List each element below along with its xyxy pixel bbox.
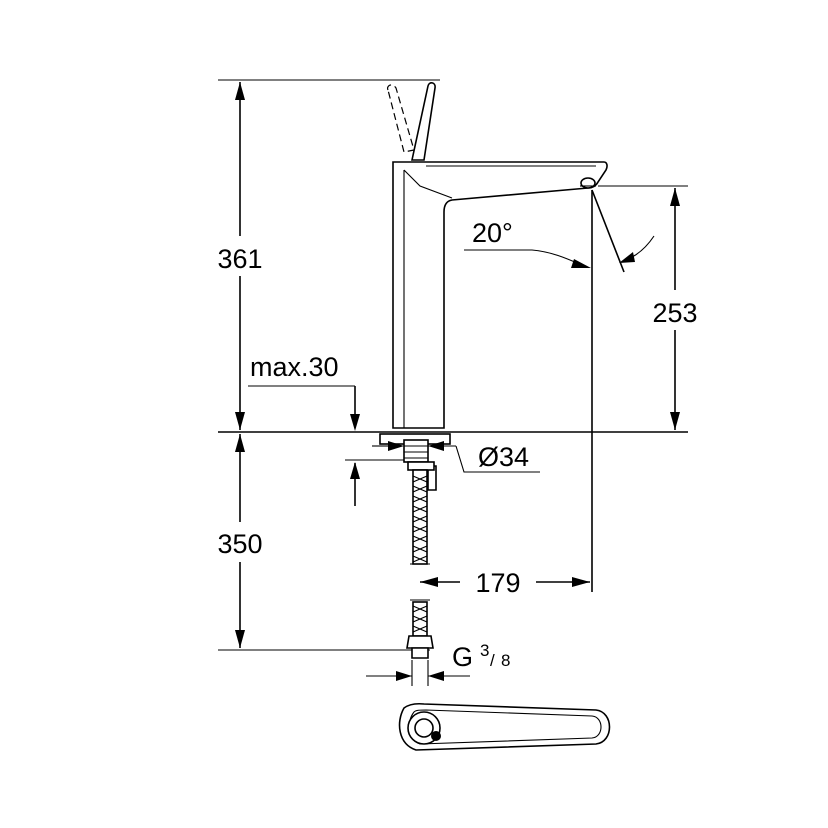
dim-253: 253 [598, 185, 710, 430]
dim-angle: 20° [464, 189, 655, 592]
dim-angle-label: 20° [472, 218, 513, 248]
dim-350: 350 [205, 434, 430, 651]
dim-350-label: 350 [217, 529, 262, 559]
dim-361-label: 361 [217, 244, 262, 274]
mounting-assembly [379, 433, 451, 659]
dim-thread-denominator: 8 [501, 651, 510, 670]
lever-top-view [398, 702, 611, 751]
dim-thread-slash: / [490, 651, 495, 670]
dim-253-label: 253 [652, 298, 697, 328]
dim-diameter: Ø34 [372, 441, 540, 473]
dim-361: 361 [205, 79, 440, 430]
dim-179: 179 [420, 562, 590, 600]
dim-179-label: 179 [475, 568, 520, 598]
dim-diameter-label: Ø34 [478, 442, 529, 472]
dim-thread: G 3 / 8 [366, 641, 510, 686]
dim-thread-label: G [452, 642, 473, 672]
dim-thread-numerator: 3 [480, 641, 489, 660]
dim-max30-label: max.30 [250, 352, 339, 382]
dim-max30: max.30 [248, 352, 410, 506]
faucet-body [387, 82, 608, 429]
